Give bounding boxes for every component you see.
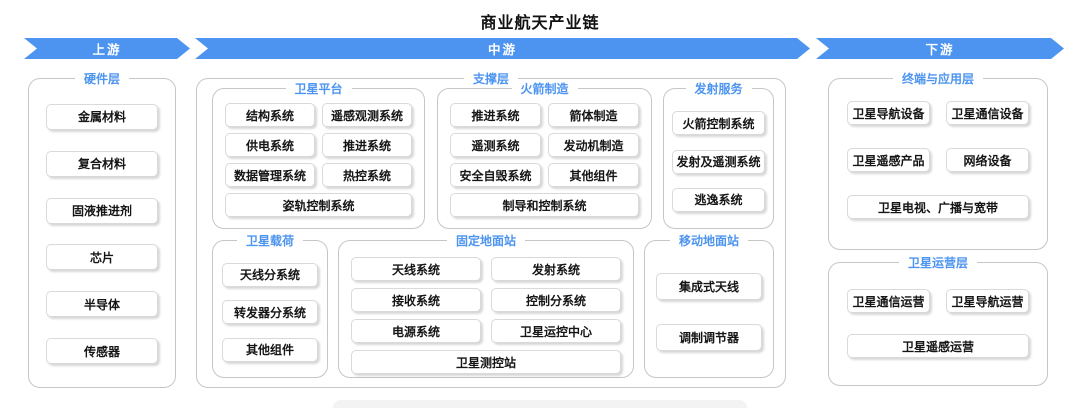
group-satellite-payload: 卫星载荷 天线分系统 转发器分系统 其他组件 bbox=[212, 233, 328, 378]
item-box: 半导体 bbox=[46, 291, 158, 318]
item-box: 转发器分系统 bbox=[222, 300, 318, 324]
page-title: 商业航天产业链 bbox=[480, 15, 600, 32]
item-box: 金属材料 bbox=[46, 103, 158, 130]
stage-arrow-downstream: 下游 bbox=[816, 38, 1064, 59]
item-box: 逃逸系统 bbox=[672, 187, 765, 212]
item-box: 天线分系统 bbox=[222, 262, 318, 287]
stage-label-midstream: 中游 bbox=[487, 43, 517, 57]
item-box: 传感器 bbox=[46, 338, 158, 365]
group-fixed-ground-station: 固定地面站 天线系统 发射系统 接收系统 控制分系统 电源系统 卫星运控中心 卫… bbox=[338, 233, 634, 378]
item-box: 发射及遥测系统 bbox=[672, 149, 765, 174]
item-box: 天线系统 bbox=[351, 257, 481, 281]
cropped-bottom-bar bbox=[333, 400, 747, 408]
item-box: 卫星通信运营 bbox=[847, 289, 930, 313]
item-box: 集成式天线 bbox=[656, 273, 762, 300]
item-box: 芯片 bbox=[46, 244, 158, 271]
item-box: 网络设备 bbox=[946, 148, 1029, 172]
item-box: 卫星导航运营 bbox=[946, 289, 1029, 313]
stage-label-upstream: 上游 bbox=[92, 43, 122, 57]
item-box: 其他组件 bbox=[222, 337, 318, 362]
item-box: 控制分系统 bbox=[491, 288, 621, 312]
group-label-hardware-layer: 硬件层 bbox=[74, 71, 130, 87]
stage-label-downstream: 下游 bbox=[925, 43, 955, 57]
item-box: 固液推进剂 bbox=[46, 197, 158, 224]
stage-arrow-midstream: 中游 bbox=[195, 38, 810, 59]
item-box: 遥测系统 bbox=[450, 133, 541, 157]
item-box: 制导和控制系统 bbox=[450, 193, 639, 217]
item-box: 火箭控制系统 bbox=[672, 111, 765, 136]
item-box: 卫星通信设备 bbox=[946, 101, 1029, 125]
item-box: 调制调节器 bbox=[656, 324, 762, 351]
item-box: 推进系统 bbox=[322, 133, 412, 157]
item-box: 安全自毁系统 bbox=[450, 163, 541, 187]
group-terminal-application-layer: 终端与应用层 卫星导航设备 卫星通信设备 卫星遥感产品 网络设备 卫星电视、广播… bbox=[828, 71, 1048, 250]
group-label-rocket-manufacturing: 火箭制造 bbox=[511, 81, 578, 97]
item-box: 热控系统 bbox=[322, 163, 412, 187]
group-label-support-layer: 支撑层 bbox=[463, 71, 519, 87]
group-label-mobile-ground-station: 移动地面站 bbox=[669, 233, 749, 249]
item-box: 数据管理系统 bbox=[225, 163, 315, 187]
group-satellite-operation-layer: 卫星运营层 卫星通信运营 卫星导航运营 卫星遥感运营 bbox=[828, 255, 1048, 386]
item-box: 接收系统 bbox=[351, 288, 481, 312]
item-box: 电源系统 bbox=[351, 319, 481, 343]
item-box: 供电系统 bbox=[225, 133, 315, 157]
item-box: 复合材料 bbox=[46, 150, 158, 177]
item-box: 遥感观测系统 bbox=[322, 103, 412, 127]
group-hardware-layer: 硬件层 金属材料 复合材料 固液推进剂 芯片 半导体 传感器 bbox=[28, 71, 176, 388]
group-mobile-ground-station: 移动地面站 集成式天线 调制调节器 bbox=[644, 233, 774, 378]
item-box: 结构系统 bbox=[225, 103, 315, 127]
item-box: 箭体制造 bbox=[548, 103, 639, 127]
stage-arrow-upstream: 上游 bbox=[24, 38, 190, 59]
item-box: 卫星导航设备 bbox=[847, 101, 930, 125]
item-box: 推进系统 bbox=[450, 103, 541, 127]
item-box: 卫星测控站 bbox=[351, 350, 621, 374]
item-box: 发动机制造 bbox=[548, 133, 639, 157]
item-box: 卫星运控中心 bbox=[491, 319, 621, 343]
item-box: 发射系统 bbox=[491, 257, 621, 281]
group-label-satellite-operation-layer: 卫星运营层 bbox=[898, 255, 978, 271]
group-satellite-platform: 卫星平台 结构系统 遥感观测系统 供电系统 推进系统 数据管理系统 热控系统 姿… bbox=[212, 81, 425, 229]
group-label-launch-services: 发射服务 bbox=[685, 81, 752, 97]
group-label-fixed-ground-station: 固定地面站 bbox=[446, 233, 526, 249]
group-label-satellite-payload: 卫星载荷 bbox=[236, 233, 304, 249]
item-box: 卫星电视、广播与宽带 bbox=[847, 195, 1029, 219]
group-launch-services: 发射服务 火箭控制系统 发射及遥测系统 逃逸系统 bbox=[663, 81, 774, 229]
item-box: 其他组件 bbox=[548, 163, 639, 187]
item-box: 卫星遥感运营 bbox=[847, 334, 1029, 358]
item-box: 姿轨控制系统 bbox=[225, 193, 412, 217]
group-label-terminal-application-layer: 终端与应用层 bbox=[892, 71, 984, 87]
group-label-satellite-platform: 卫星平台 bbox=[285, 81, 352, 97]
group-rocket-manufacturing: 火箭制造 推进系统 箭体制造 遥测系统 发动机制造 安全自毁系统 其他组件 制导… bbox=[437, 81, 652, 229]
item-box: 卫星遥感产品 bbox=[847, 148, 930, 172]
